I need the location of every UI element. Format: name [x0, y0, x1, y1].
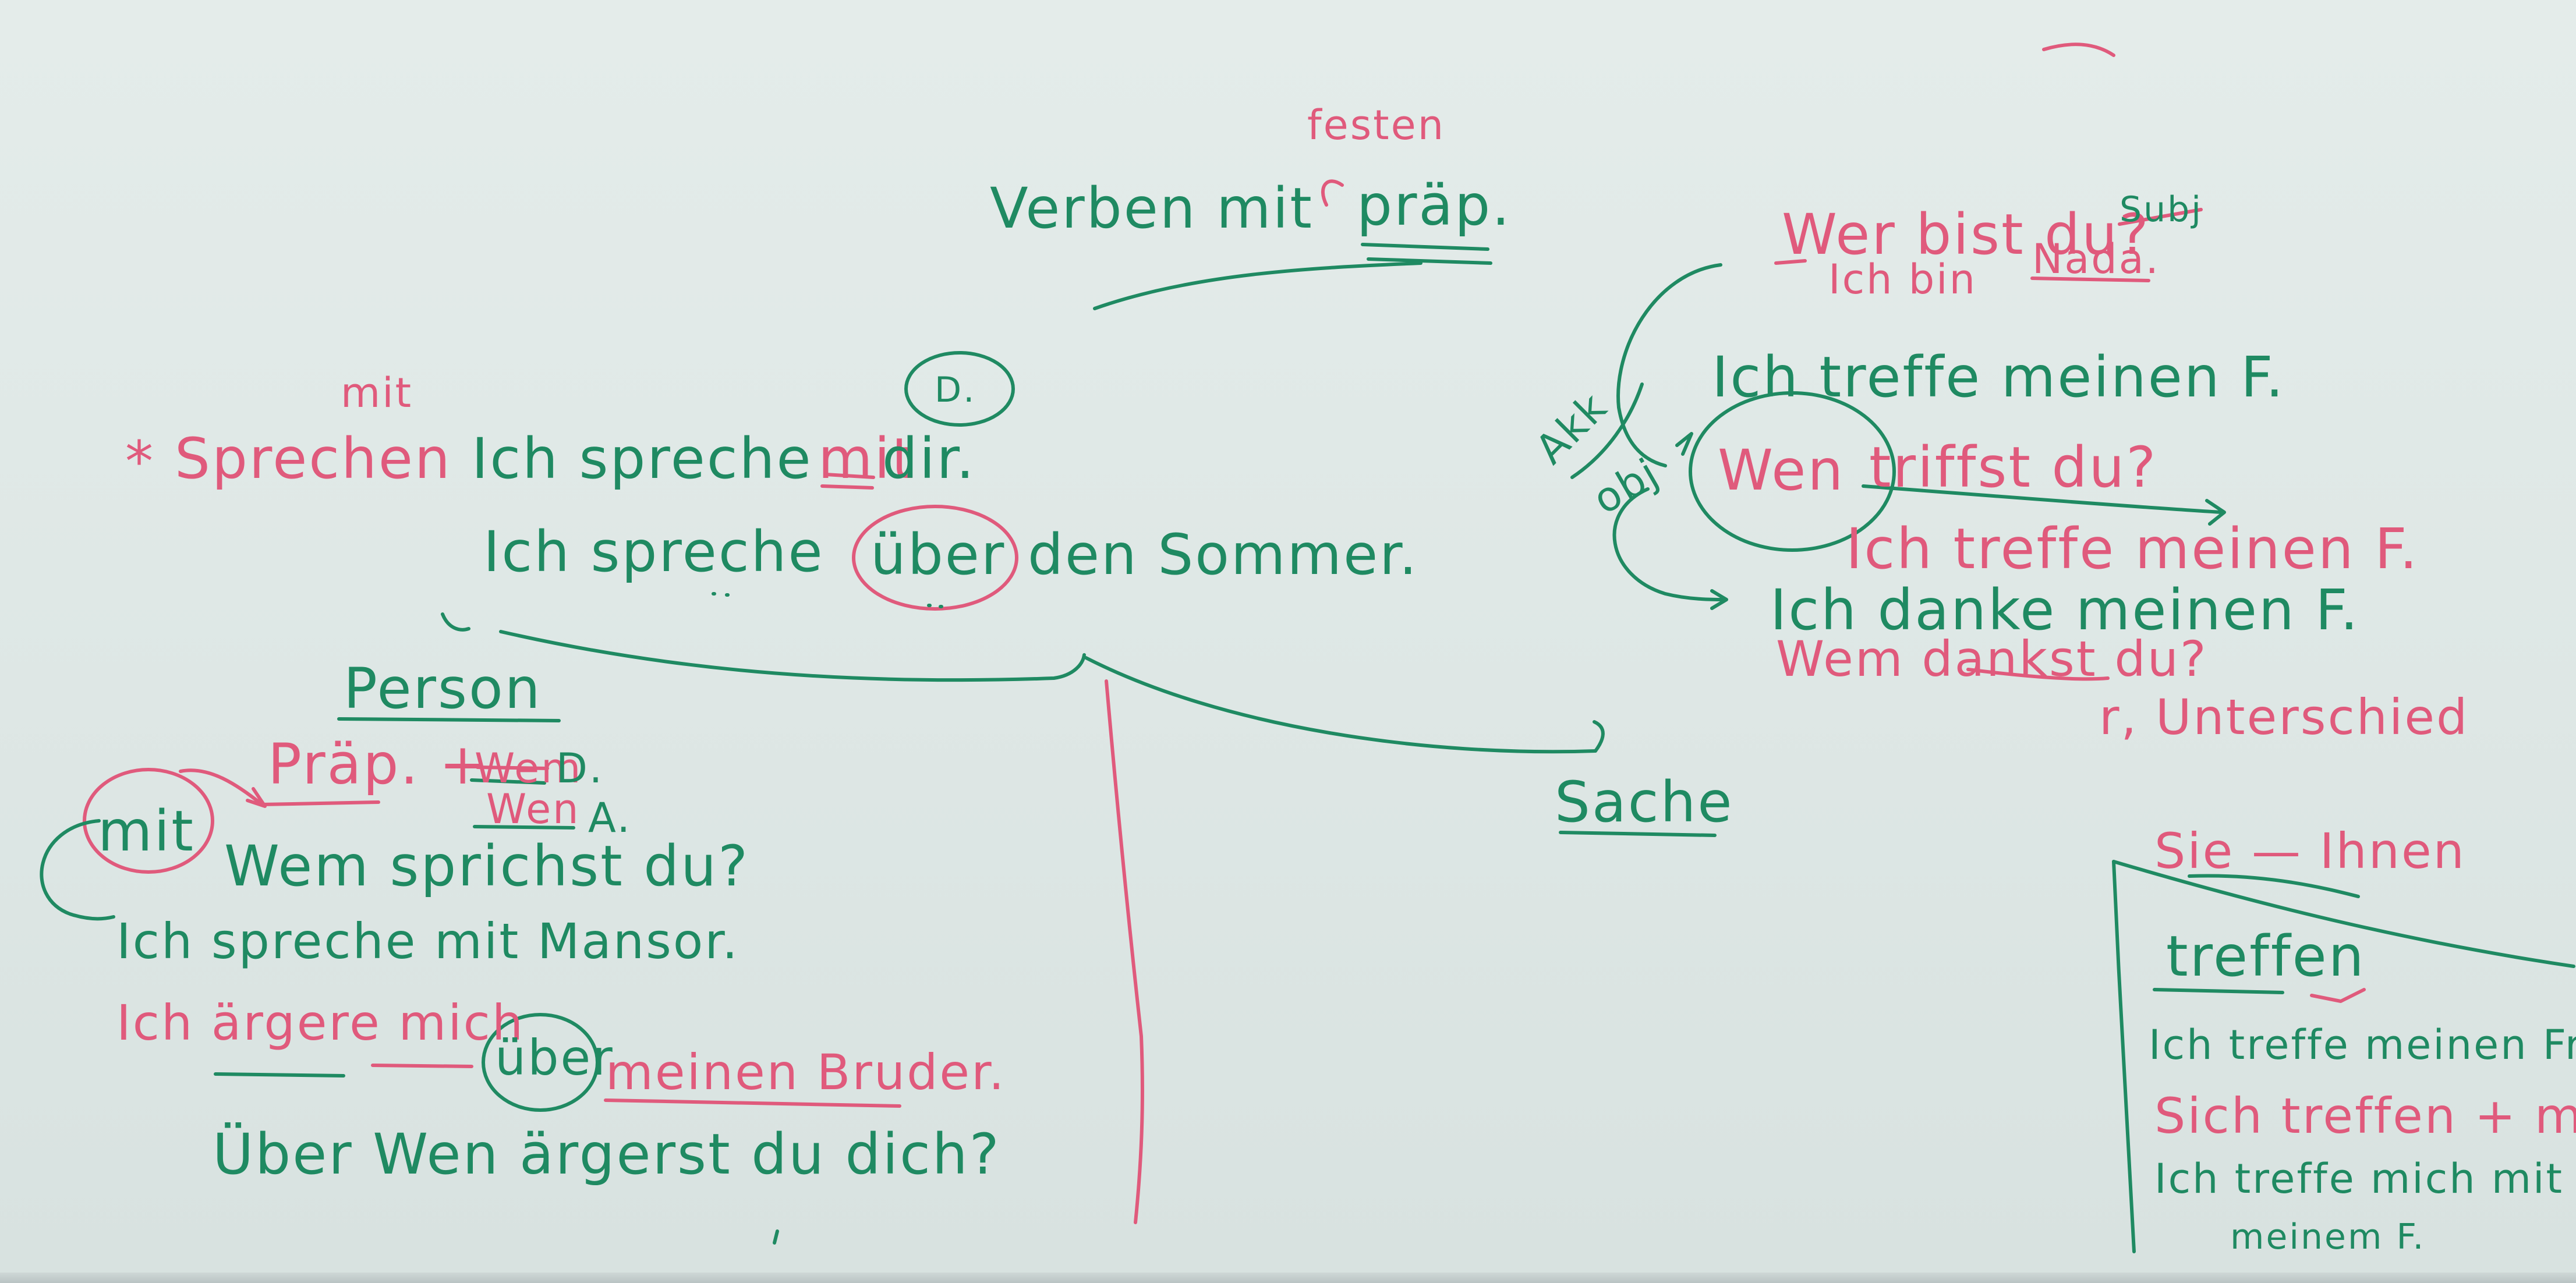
name-nada: Nada.: [2032, 235, 2160, 283]
box-treffe-mich: Ich treffe mich mit: [2154, 1155, 2564, 1203]
aergern-question: Über Wen ärgerst du dich?: [213, 1122, 1001, 1187]
aergern-ueber: über: [495, 1029, 614, 1086]
circle-mit: [83, 768, 214, 874]
box-sich-treffen: Sich treffen + mit: [2154, 1087, 2576, 1144]
example-1-end: dir.: [882, 426, 976, 491]
example-1-start: Ich spreche: [472, 426, 813, 491]
sentence-treffe: Ich treffe meinen F.: [1712, 345, 2285, 410]
box-treffen: treffen: [2166, 924, 2366, 989]
board-divider: [1105, 679, 1144, 1224]
circle-ueber: [852, 505, 1018, 611]
example-2-ueber: über: [871, 522, 1006, 587]
circle-wen: [1689, 391, 1896, 552]
box-treffe-freund: Ich treffe meinen Freund.: [2149, 1021, 2576, 1069]
aergern-start: Ich ärgere mich: [116, 994, 525, 1051]
answer-mansor: Ich spreche mit Mansor.: [116, 913, 739, 970]
title-verben-mit: Verben mit: [990, 176, 1314, 241]
word-sprechen: Sprechen: [175, 426, 452, 491]
formula-wen: Wen: [486, 785, 581, 833]
label-person: Person: [344, 656, 542, 721]
star-mark: *: [125, 429, 155, 494]
branch-person: [499, 630, 1086, 682]
question-wem-sprichst: Wem sprichst du?: [224, 834, 750, 899]
question-triffst: triffst du?: [1869, 435, 2158, 500]
question-wer-bist-du: Wer bist du?: [1782, 202, 2150, 267]
ich-bin: Ich bin: [1828, 256, 1977, 303]
title-insert-festen: festen: [1307, 101, 1446, 149]
sentence-danke: Ich danke meinen F.: [1770, 577, 2360, 643]
box-meinem: meinem F.: [2230, 1217, 2426, 1257]
example-1-mit: mit: [818, 426, 915, 491]
circled-wen: Wen: [1718, 438, 1845, 503]
label-sache: Sache: [1555, 770, 1734, 835]
answer-treffe: Ich treffe meinen F.: [1846, 516, 2419, 582]
praep-formula: Präp. +: [268, 732, 488, 797]
question-dankst: Wem dankst du?: [1776, 630, 2208, 687]
circle-ueber-2: [482, 1013, 599, 1112]
sie-ihnen: Sie — Ihnen: [2154, 823, 2466, 880]
word-unterschied: r, Unterschied: [2099, 689, 2469, 746]
title-praep: präp.: [1357, 173, 1512, 238]
box-top: [2112, 860, 2575, 968]
circle-d: [904, 351, 1015, 427]
circled-dativ: D.: [935, 370, 976, 410]
aergern-end: meinen Bruder.: [606, 1044, 1006, 1101]
example-2-start: Ich spreche: [483, 519, 825, 584]
mit-above: mit: [341, 369, 413, 417]
branch-sache: [1084, 656, 1597, 754]
example-2-end: den Sommer.: [1028, 522, 1419, 587]
formula-wem: Wem: [475, 745, 583, 792]
bracket-akk: [1616, 263, 1722, 467]
box-left: [2112, 860, 2136, 1253]
circled-mit: mit: [98, 799, 195, 864]
title-arc: [1093, 261, 1423, 310]
title-underline: [1361, 243, 1489, 251]
formula-dativ: D.: [556, 745, 604, 792]
label-subj: Subj: [2119, 189, 2203, 230]
formula-akkusativ: A.: [588, 794, 632, 842]
